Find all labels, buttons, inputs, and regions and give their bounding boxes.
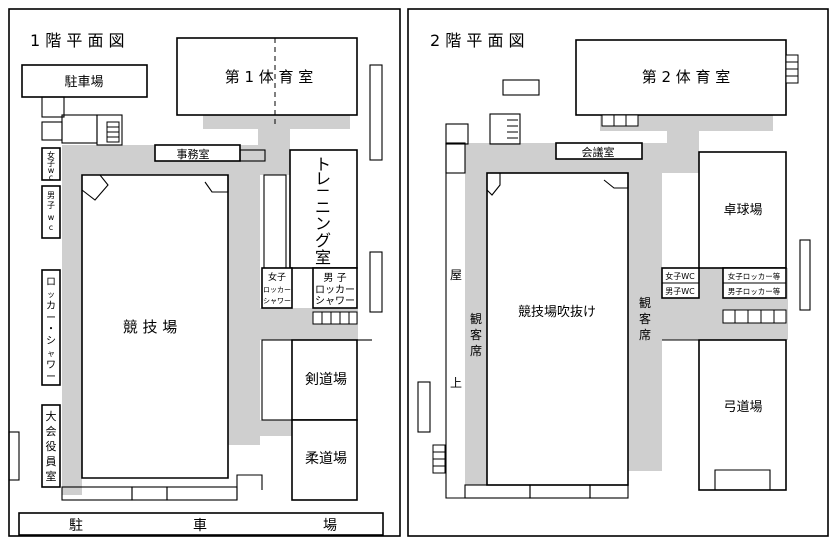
locker-shower-f1-label: ロ ッ カ ー ・ シ ャ ワ ー	[46, 277, 56, 383]
stairs-f2-top	[601, 54, 799, 127]
floor2-frame	[407, 8, 829, 537]
office-label: 事務室	[177, 147, 210, 161]
svg-text:席: 席	[639, 327, 651, 342]
svg-text:男: 男	[47, 191, 55, 200]
officials-room	[41, 404, 61, 488]
svg-text:w: w	[48, 166, 55, 175]
gym1	[176, 37, 358, 116]
svg-text:c: c	[49, 173, 53, 182]
svg-text:席: 席	[470, 343, 482, 358]
table-tennis-hall	[698, 151, 787, 269]
svg-text:ー: ー	[46, 313, 56, 324]
stairs-f2-right	[722, 309, 787, 324]
svg-text:ー: ー	[316, 184, 330, 200]
svg-text:カ: カ	[46, 300, 56, 312]
svg-text:シ: シ	[46, 336, 56, 347]
svg-text:観: 観	[639, 296, 651, 310]
floor1-corridors	[62, 113, 358, 495]
svg-text:子: 子	[47, 159, 55, 168]
womens-locker-f1-label-1: 女子	[268, 271, 286, 283]
roof-label-bottom: 上	[450, 376, 462, 390]
svg-text:ン: ン	[315, 214, 331, 233]
arena-f1-label: 競 技 場	[123, 318, 178, 336]
parking-bottom	[18, 512, 384, 536]
womens-locker-f2-label: 女子ロッカー等	[728, 271, 781, 281]
svg-text:ロ: ロ	[46, 277, 56, 288]
parking-top	[21, 64, 148, 98]
womens-wc-f1-label: 女 子 w c	[47, 150, 55, 182]
mens-wc-f1	[41, 185, 61, 239]
meeting-room-label: 会議室	[582, 145, 615, 159]
gym2-label: 第 2 体 育 室	[642, 68, 731, 86]
mens-locker-f1	[312, 267, 358, 309]
gym2	[575, 39, 787, 116]
svg-text:ー: ー	[46, 372, 56, 383]
svg-text:会: 会	[46, 425, 57, 438]
mens-locker-f1-label-3: シャワー	[315, 296, 355, 307]
womens-wc-f1	[41, 147, 61, 181]
svg-text:役: 役	[46, 439, 57, 453]
floor1-frame	[8, 8, 401, 537]
svg-text:ッ: ッ	[47, 290, 55, 299]
gym1-label: 第 1 体 育 室	[225, 68, 314, 86]
svg-text:ニ: ニ	[315, 198, 331, 217]
floor1-plan: 1 階 平 面 図 駐車場 第 1 体 育 室	[8, 8, 401, 537]
svg-text:子: 子	[47, 201, 55, 210]
womens-locker-f1-label-3: シャワー	[263, 297, 291, 305]
parking-bottom-label-3: 場	[323, 518, 337, 534]
mens-wc-f2-label: 男子WC	[665, 287, 695, 296]
stands-right-label: 観 客 席	[639, 296, 651, 342]
svg-text:w: w	[48, 213, 55, 222]
svg-text:ャ: ャ	[47, 349, 55, 358]
svg-text:c: c	[49, 223, 53, 232]
meeting-room	[555, 142, 643, 160]
svg-text:客: 客	[639, 311, 651, 326]
svg-text:観: 観	[470, 312, 482, 326]
locker-shower-f1	[41, 269, 61, 386]
svg-text:・: ・	[46, 324, 56, 335]
floor2-plan: 2 階 平 面 図 第 2 体 育 室 会議室	[407, 8, 829, 537]
floor1-title: 1 階 平 面 図	[30, 31, 125, 50]
atrium	[486, 172, 629, 486]
mens-locker-f1-label-1: 男 子	[323, 272, 346, 284]
mens-locker-f2-label: 男子ロッカー等	[728, 286, 781, 296]
svg-text:グ: グ	[315, 231, 331, 250]
svg-text:ト: ト	[315, 155, 331, 174]
archery-hall	[698, 339, 787, 491]
archery-label: 弓道場	[723, 400, 762, 415]
mens-locker-f1-label-2: ロッカー	[315, 284, 355, 296]
arena-f1	[81, 174, 229, 479]
svg-text:大: 大	[46, 409, 57, 423]
mens-wc-f1-label: 男 子 w c	[47, 191, 55, 232]
kendo-hall-label: 剣道場	[305, 372, 347, 388]
kendo-hall	[291, 339, 358, 421]
svg-text:客: 客	[470, 327, 482, 342]
womens-locker-f1-label-2: ロッカー	[263, 286, 291, 294]
table-tennis-label: 卓球場	[723, 203, 762, 218]
roof-label-top: 屋	[450, 268, 462, 282]
womens-wc-f2-label: 女子WC	[665, 271, 695, 281]
svg-text:室: 室	[315, 248, 331, 267]
svg-text:ワ: ワ	[46, 360, 56, 371]
stairs-f2-left	[432, 444, 446, 474]
atrium-label: 競技場吹抜け	[518, 304, 596, 320]
officials-room-label: 大 会 役 員 室	[46, 409, 57, 483]
judo-hall-label: 柔道場	[305, 451, 347, 467]
stairs-f1-left	[106, 121, 120, 143]
womens-locker-f1	[261, 267, 293, 309]
training-room	[289, 149, 358, 269]
svg-text:員: 員	[46, 455, 57, 468]
judo-hall	[291, 419, 358, 501]
training-room-label: ト レ ー ニ ン グ 室	[315, 155, 331, 267]
floor2-title: 2 階 平 面 図	[430, 31, 525, 50]
stands-left-label: 観 客 席	[470, 312, 482, 358]
svg-text:室: 室	[46, 469, 57, 483]
svg-text:レ: レ	[315, 169, 331, 188]
parking-bottom-label-1: 駐	[69, 518, 83, 534]
svg-text:女: 女	[47, 150, 55, 160]
stairs-f1-right	[312, 311, 358, 325]
parking-top-label: 駐車場	[64, 75, 103, 90]
parking-bottom-label-2: 車	[193, 517, 207, 534]
